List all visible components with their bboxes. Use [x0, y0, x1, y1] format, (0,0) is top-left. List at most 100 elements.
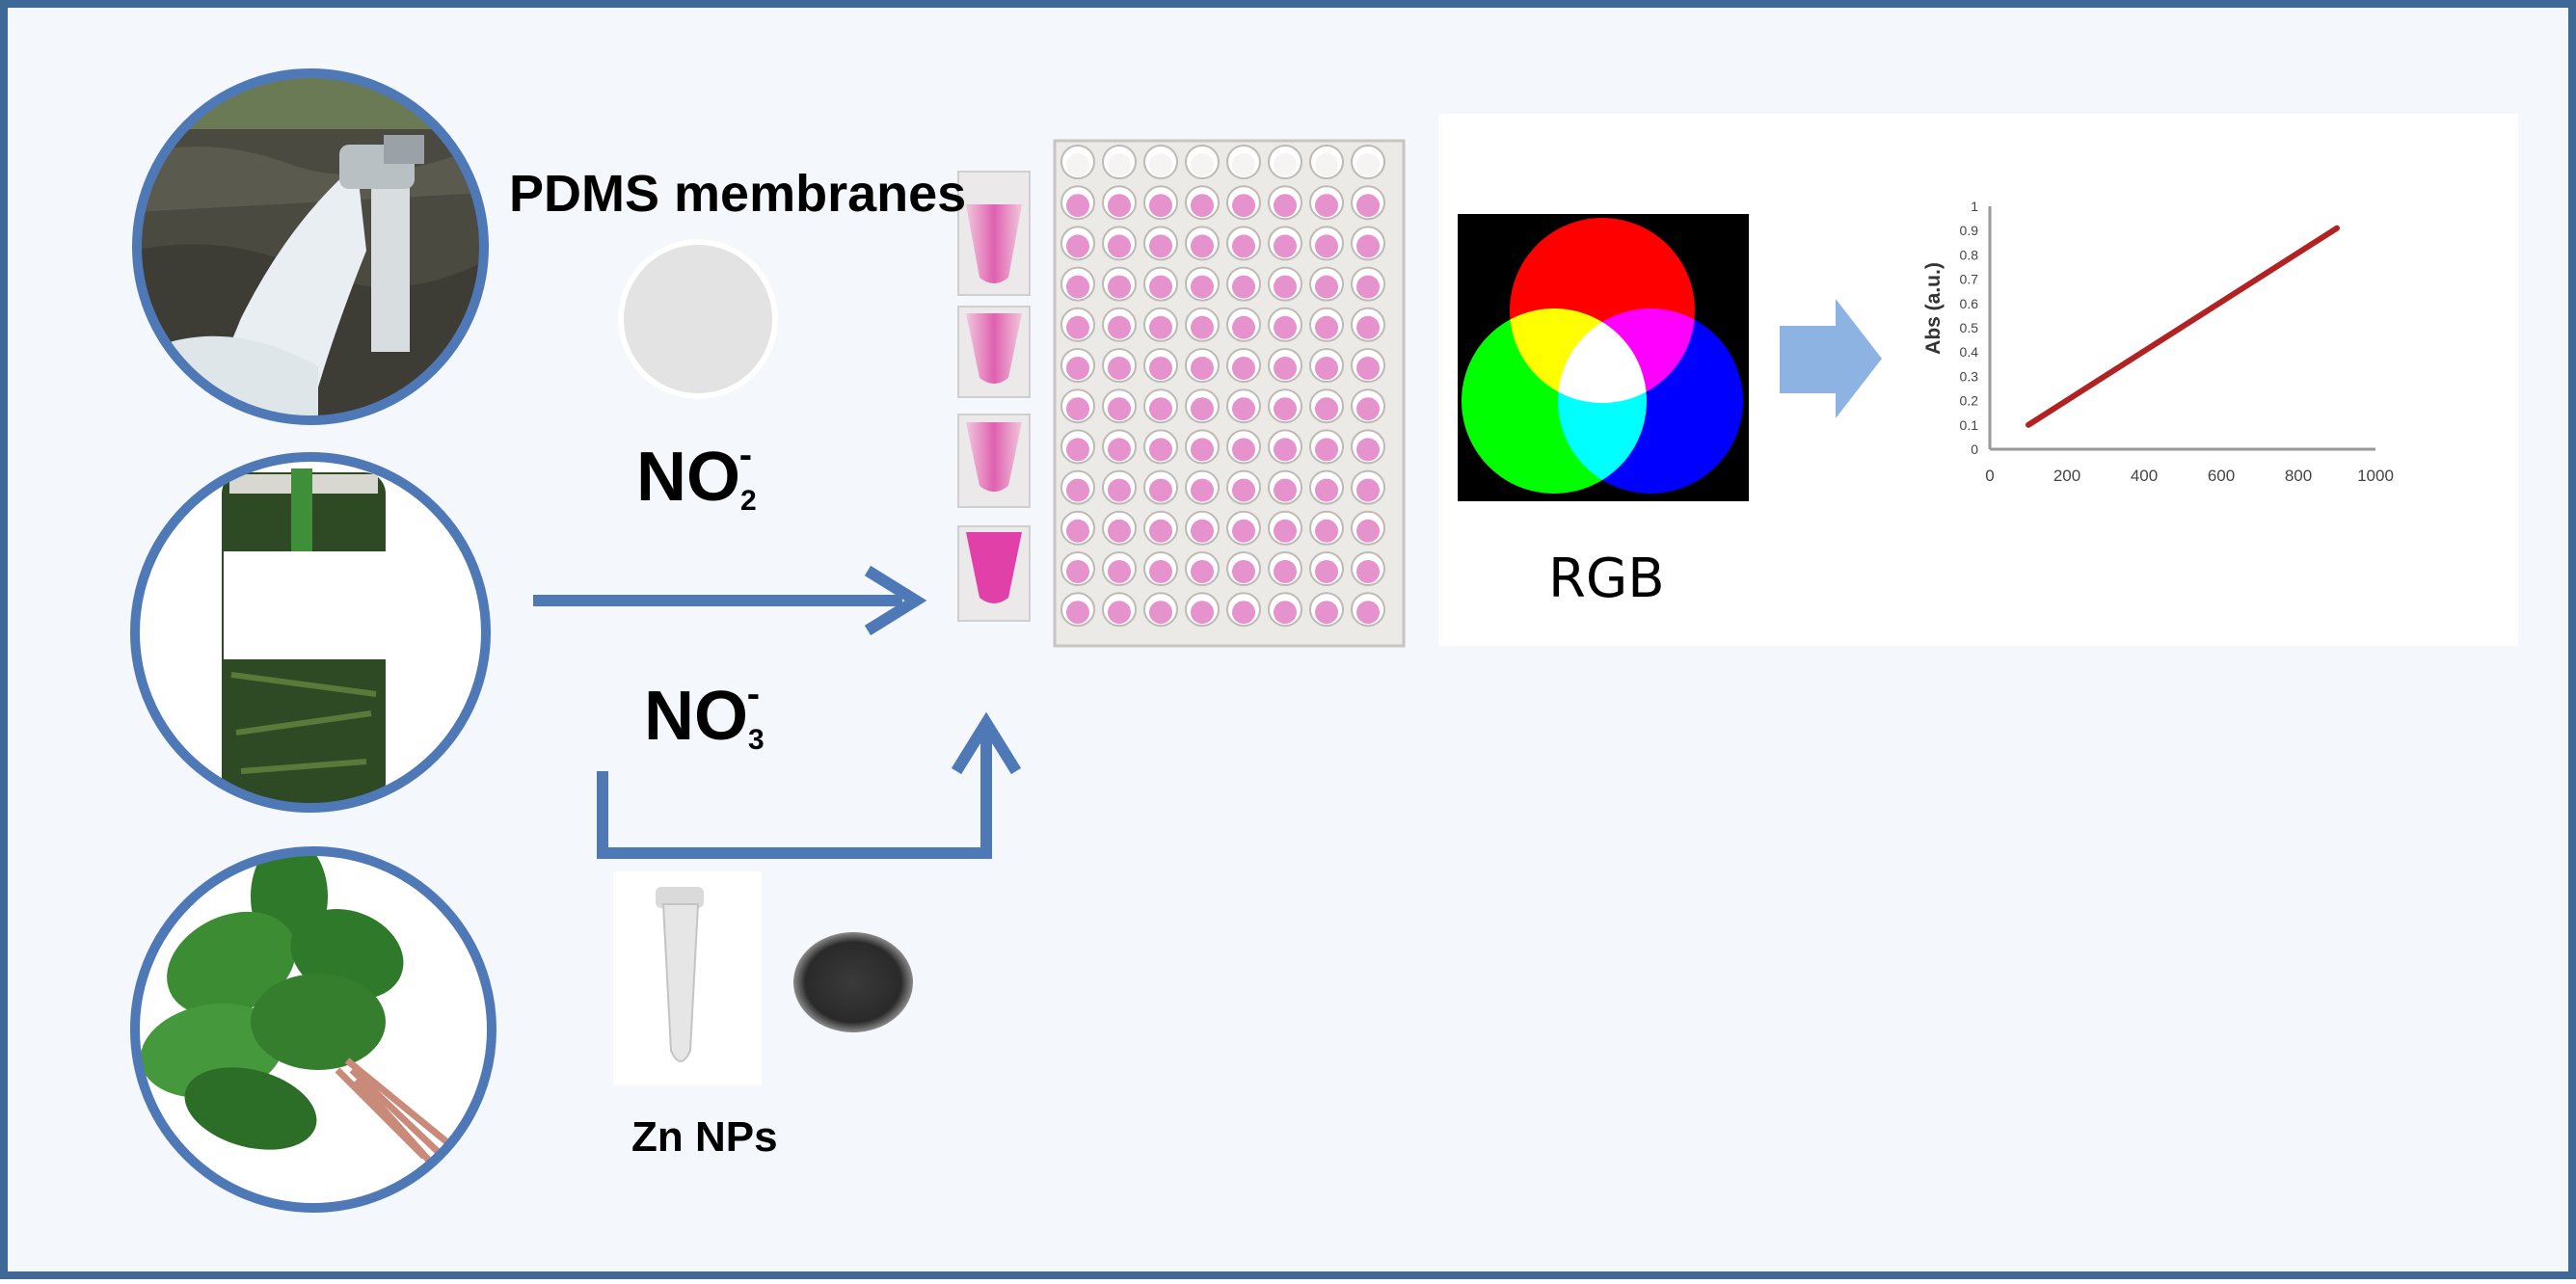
plate-well: [1102, 226, 1137, 261]
nitrite-label: NO2-: [636, 434, 757, 517]
plate-well: [1351, 510, 1385, 546]
plate-well: [1351, 145, 1385, 179]
plate-well: [1309, 307, 1344, 342]
plate-well: [1185, 226, 1220, 261]
plate-well: [1102, 185, 1137, 221]
plate-well: [1102, 429, 1137, 465]
pickled-jar-image: [130, 452, 491, 813]
rgb-label: RGB: [1548, 548, 1665, 610]
nitrite-flow-arrow: [533, 565, 927, 636]
plate-well: [1185, 348, 1220, 383]
y-tick-label: 1: [1971, 199, 1978, 214]
plate-well: [1351, 429, 1385, 465]
plate-well: [1060, 307, 1095, 342]
plate-well: [1226, 429, 1261, 465]
nitrate-flow-arrow: [597, 711, 1022, 859]
plate-well: [1309, 145, 1344, 179]
plate-well: [1268, 226, 1302, 261]
plate-well: [1102, 266, 1137, 302]
y-tick-label: 0.9: [1960, 223, 1979, 238]
plate-well: [1143, 388, 1178, 424]
calibration-line: [2026, 225, 2340, 428]
plate-well: [1268, 307, 1302, 342]
zn-nps-label: Zn NPs: [631, 1113, 778, 1161]
plate-well: [1185, 185, 1220, 221]
y-tick-label: 0.5: [1960, 320, 1979, 335]
x-tick-label: 200: [2053, 467, 2080, 485]
y-tick-label: 0.3: [1960, 368, 1979, 384]
plate-well: [1268, 266, 1302, 302]
plate-well: [1143, 510, 1178, 546]
plate-well: [1143, 307, 1178, 342]
y-tick-label: 0.6: [1960, 296, 1979, 311]
well-plate: [1053, 139, 1406, 648]
pdms-membranes-label: PDMS membranes: [509, 165, 967, 223]
plate-well: [1143, 185, 1178, 221]
plate-well: [1309, 266, 1344, 302]
plate-well: [1268, 348, 1302, 383]
plate-well: [1060, 145, 1095, 179]
plate-well: [1143, 551, 1178, 586]
plate-well: [1268, 185, 1302, 221]
plate-well: [1309, 551, 1344, 586]
plate-well: [1143, 266, 1178, 302]
nitrate-label: NO3-: [644, 673, 765, 756]
plate-well: [1102, 592, 1137, 628]
plate-well: [1143, 429, 1178, 465]
plate-well: [1268, 469, 1302, 505]
plate-well: [1060, 429, 1095, 465]
water-pipe-image: [132, 68, 489, 425]
plate-well: [1060, 226, 1095, 261]
plate-well: [1185, 388, 1220, 424]
plate-well: [1351, 307, 1385, 342]
plate-well: [1268, 592, 1302, 628]
plate-well: [1185, 266, 1220, 302]
to-calibration-arrow: [1780, 299, 1882, 418]
tube-strip: [957, 171, 1031, 622]
plate-well: [1351, 226, 1385, 261]
plate-well: [1143, 348, 1178, 383]
pdms-membrane-disk: [618, 239, 778, 399]
plate-well: [1185, 145, 1220, 179]
plate-well: [1226, 226, 1261, 261]
plate-well: [1185, 469, 1220, 505]
plate-well: [1268, 551, 1302, 586]
plate-well: [1351, 551, 1385, 586]
plate-well: [1185, 551, 1220, 586]
plate-well: [1143, 469, 1178, 505]
plate-well: [1102, 388, 1137, 424]
plate-well: [1226, 510, 1261, 546]
plate-well: [1185, 307, 1220, 342]
plate-well: [1309, 348, 1344, 383]
plate-well: [1226, 266, 1261, 302]
plate-well: [1226, 388, 1261, 424]
plate-well: [1060, 469, 1095, 505]
y-tick-label: 0.2: [1960, 393, 1979, 409]
plate-well: [1351, 469, 1385, 505]
plate-well: [1226, 348, 1261, 383]
plate-well: [1102, 510, 1137, 546]
plate-well: [1143, 226, 1178, 261]
x-tick-label: 800: [2285, 467, 2312, 485]
plate-well: [1268, 145, 1302, 179]
plate-well: [1268, 510, 1302, 546]
spinach-image: [130, 846, 496, 1213]
plate-well: [1226, 307, 1261, 342]
plate-well: [1185, 592, 1220, 628]
plate-well: [1309, 469, 1344, 505]
plate-well: [1351, 348, 1385, 383]
plate-well: [1268, 388, 1302, 424]
y-tick-label: 0.7: [1960, 272, 1979, 287]
plate-well: [1309, 226, 1344, 261]
plate-well: [1185, 429, 1220, 465]
x-tick-label: 400: [2131, 467, 2158, 485]
plate-well: [1226, 185, 1261, 221]
y-tick-label: 0.8: [1960, 247, 1979, 262]
plate-well: [1060, 185, 1095, 221]
plate-well: [1143, 145, 1178, 179]
plate-well: [1060, 266, 1095, 302]
plate-well: [1351, 592, 1385, 628]
plate-well: [1351, 185, 1385, 221]
